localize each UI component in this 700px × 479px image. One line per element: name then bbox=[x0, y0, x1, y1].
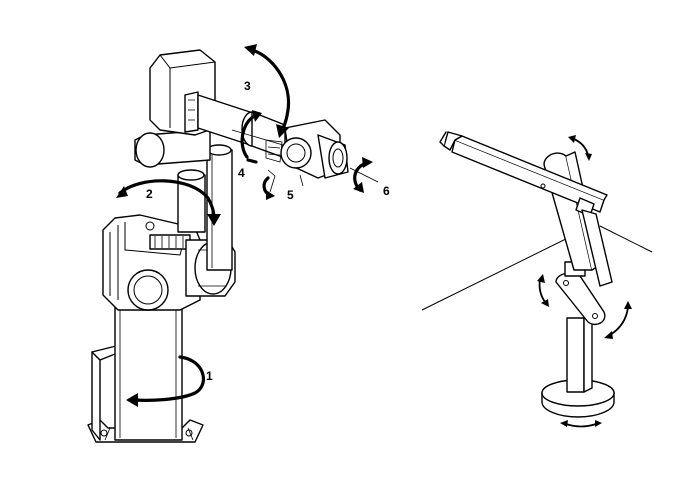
schematic-arrow-top bbox=[573, 138, 589, 156]
axis-3-label: 3 bbox=[244, 79, 251, 93]
floor-line bbox=[421, 231, 581, 311]
axis-6-label: 6 bbox=[383, 184, 390, 198]
industrial-robot bbox=[87, 44, 379, 443]
axis-2-arrow bbox=[118, 179, 216, 220]
axis-5-label: 5 bbox=[287, 188, 294, 202]
schematic-forearm bbox=[451, 139, 605, 213]
axis-2-label: 2 bbox=[146, 187, 153, 201]
schematic-arm bbox=[421, 131, 653, 428]
robot-base-box bbox=[91, 351, 101, 441]
schematic-arrow-right bbox=[609, 306, 629, 336]
axis-3-arrow bbox=[250, 48, 291, 132]
axis-1-label: 1 bbox=[206, 369, 213, 383]
axis-4-label: 4 bbox=[238, 166, 245, 180]
schematic-pillar bbox=[566, 317, 585, 393]
robot-column bbox=[114, 299, 183, 441]
schematic-shoulder-link bbox=[555, 272, 606, 326]
axis-4-arrow bbox=[240, 114, 257, 159]
axis-1-arrow bbox=[133, 355, 205, 402]
